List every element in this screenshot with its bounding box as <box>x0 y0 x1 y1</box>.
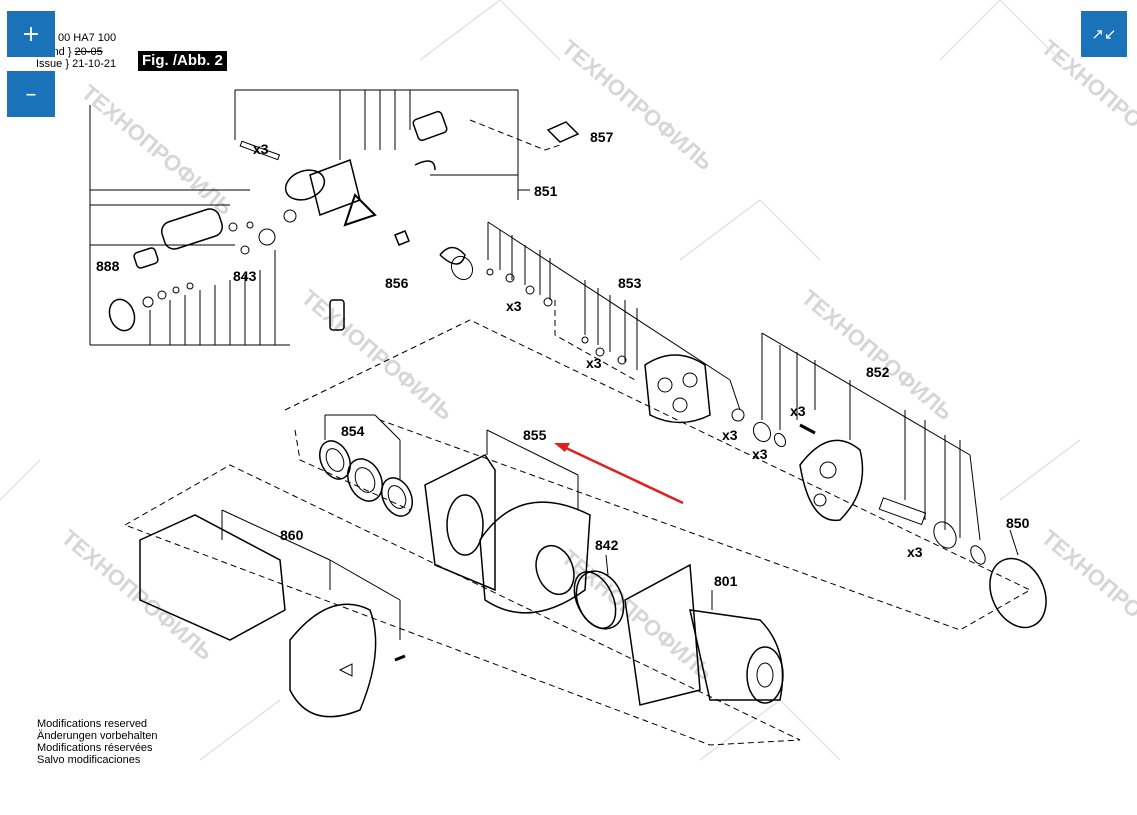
watermark: ТЕХНОПРОФИЛЬ <box>797 285 958 426</box>
watermark: ТЕХНОПРОФИЛЬ <box>1037 525 1137 666</box>
callout-851: 851 <box>534 183 558 199</box>
issue-row: Issue } 21-10-21 <box>36 58 117 70</box>
quantity-label: x3 <box>907 544 923 560</box>
callout-843: 843 <box>233 268 257 284</box>
watermark-layer: ТЕХНОПРОФИЛЬ ТЕХНОПРОФИЛЬ ТЕХНОПРОФИЛЬ Т… <box>0 0 1137 761</box>
document-number: 00 HA7 100 <box>58 32 117 44</box>
callout-855: 855 <box>523 427 547 443</box>
modifications-line: Salvo modificaciones <box>37 754 141 766</box>
modifications-note: Modifications reserved Änderungen vorbeh… <box>37 718 157 766</box>
minus-icon: – <box>25 81 37 107</box>
quantity-label: x3 <box>506 298 522 314</box>
watermark: ТЕХНОПРОФИЛЬ <box>297 285 458 426</box>
zoom-out-button[interactable]: – <box>7 71 55 117</box>
quantity-label: x3 <box>586 355 602 371</box>
dashed-outlines <box>123 319 1032 746</box>
callout-860: 860 <box>280 527 304 543</box>
quantity-label: x3 <box>790 403 806 419</box>
callout-888: 888 <box>96 258 120 274</box>
housing-860 <box>139 509 406 718</box>
leader-857 <box>469 119 580 151</box>
figure-label: Fig. /Abb. 2 <box>138 51 227 71</box>
leaders-852 <box>752 332 986 565</box>
quantity-label: x3 <box>253 141 269 157</box>
quantity-label: x3 <box>752 446 768 462</box>
plus-icon: + <box>21 21 41 47</box>
watermark: ТЕХНОПРОФИЛЬ <box>57 525 218 666</box>
watermark: ТЕХНОПРОФИЛЬ <box>557 35 718 176</box>
quantity-label: x3 <box>722 427 738 443</box>
gasket-842 <box>573 554 617 629</box>
highlight-arrow <box>554 443 684 505</box>
issue-value: 21-10-21 <box>72 58 117 70</box>
callout-854: 854 <box>341 423 365 439</box>
o-ring-850 <box>989 529 1047 629</box>
collapse-arrows-icon: ↗↙ <box>1091 25 1117 43</box>
fullscreen-button[interactable]: ↗↙ <box>1081 11 1127 57</box>
valve-assembly-group <box>89 89 530 346</box>
zoom-in-button[interactable]: + <box>7 11 55 57</box>
watermark: ТЕХНОПРОФИЛЬ <box>77 80 238 221</box>
stand-value: 20-05 <box>74 46 103 58</box>
callout-labels: 857 851 888 843 856 853 852 854 855 860 … <box>96 129 1030 589</box>
washers-854 <box>319 414 413 517</box>
callout-856: 856 <box>385 275 409 291</box>
modifications-line: Modifications reserved <box>37 718 148 730</box>
modifications-line: Änderungen vorbehalten <box>37 730 158 742</box>
leaders-853 <box>486 221 745 424</box>
motor-housing-855 <box>424 429 625 630</box>
callout-801: 801 <box>714 573 738 589</box>
issue-label: Issue <box>36 58 63 70</box>
callout-842: 842 <box>595 537 619 553</box>
callout-853: 853 <box>618 275 642 291</box>
callout-850: 850 <box>1006 515 1030 531</box>
callout-857: 857 <box>590 129 614 145</box>
pump-801 <box>624 563 784 706</box>
modifications-line: Modifications réservées <box>37 742 153 754</box>
callout-852: 852 <box>866 364 890 380</box>
